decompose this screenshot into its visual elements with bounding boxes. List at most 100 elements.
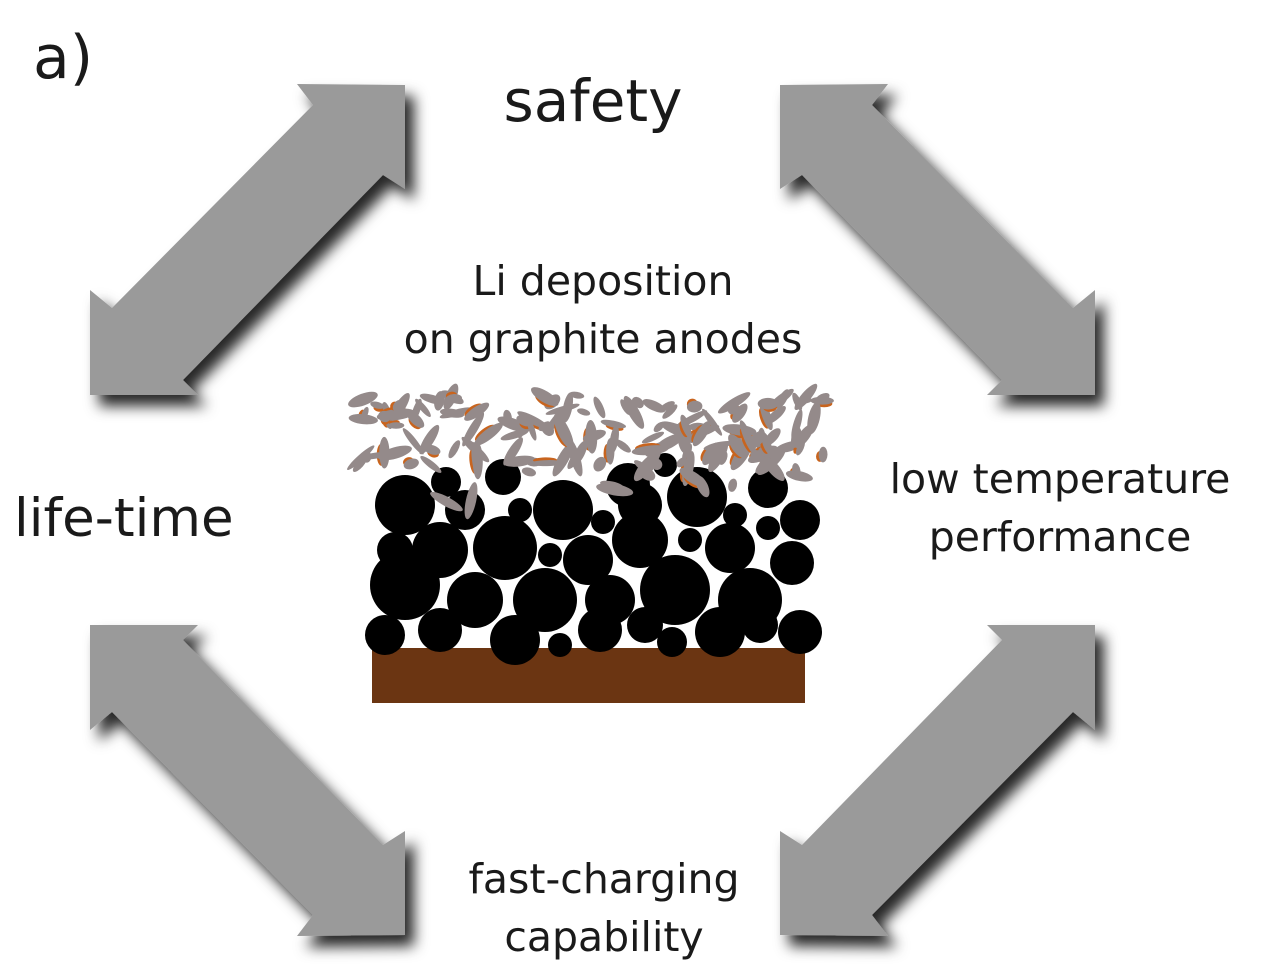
low-temperature-line2: performance — [928, 513, 1192, 561]
lithium-deposit — [402, 428, 424, 455]
fast-charging-label: fast-charging capability — [468, 850, 739, 966]
lithium-deposit — [644, 446, 657, 458]
low-temperature-label: low temperature performance — [890, 450, 1231, 566]
lithium-deposit — [659, 401, 675, 412]
lithium-deposit — [545, 403, 580, 415]
lithium-deposit — [521, 467, 536, 477]
lithium-deposit — [639, 468, 656, 481]
graphite-particle — [508, 498, 532, 522]
lithium-deposit — [708, 441, 729, 473]
life-time-label: life-time — [14, 488, 234, 549]
graphite-particle — [780, 500, 820, 540]
lithium-deposit — [503, 437, 523, 466]
graphite-particle — [431, 467, 461, 497]
low-temperature-line1: low temperature — [889, 455, 1231, 503]
graphite-particle — [513, 568, 577, 632]
lithium-deposit — [378, 410, 391, 423]
graphite-particle — [653, 453, 677, 477]
lithium-deposit — [732, 403, 748, 423]
lithium-deposit — [464, 482, 478, 520]
safety-label: safety — [503, 67, 683, 135]
lithium-deposit — [464, 402, 490, 421]
current-collector — [372, 648, 805, 703]
lithium-deposit — [620, 399, 631, 416]
lithium-deposit — [527, 418, 537, 441]
lithium-deposit — [529, 460, 565, 467]
lithium-deposit — [445, 393, 463, 404]
center-title-line2: on graphite anodes — [403, 315, 803, 363]
lithium-deposit — [702, 408, 723, 436]
graphite-particle — [533, 480, 593, 540]
lithium-deposit — [406, 410, 425, 428]
lithium-deposit — [686, 400, 703, 413]
graphite-particle — [718, 568, 782, 632]
lithium-deposit — [792, 392, 803, 411]
graphite-particle — [585, 575, 635, 625]
arrow-lifetime-fast-charging-icon — [90, 625, 405, 936]
lithium-deposit — [739, 420, 757, 455]
graphite-particle — [612, 512, 668, 568]
lithium-deposit — [791, 427, 802, 448]
lithium-deposit — [676, 457, 687, 468]
graphite-particle — [548, 633, 572, 657]
lithium-deposit — [623, 395, 645, 429]
lithium-deposit — [728, 478, 738, 492]
arrow-low-temperature-fast-charging-icon — [780, 625, 1095, 936]
lithium-deposit — [503, 409, 512, 424]
lithium-deposit — [403, 458, 419, 470]
lithium-deposit — [474, 422, 503, 446]
lithium-deposit — [633, 453, 657, 482]
graphite-particle — [473, 516, 537, 580]
graphite-particle — [640, 555, 710, 625]
graphite-particle — [678, 528, 702, 552]
arrow-safety-low-temperature-icon — [780, 84, 1095, 395]
graphite-particle — [412, 522, 468, 578]
lithium-deposit — [593, 396, 606, 419]
graphite-particle — [705, 523, 755, 573]
graphite-particle — [770, 541, 814, 585]
lithium-deposit — [765, 406, 786, 425]
lithium-deposit — [818, 446, 828, 463]
lithium-deposit — [348, 414, 378, 425]
arrow-safety-lifetime-icon — [90, 84, 405, 395]
lithium-deposit — [472, 442, 483, 480]
lithium-deposit — [448, 440, 461, 459]
lithium-deposit — [815, 393, 830, 403]
lithium-deposit — [768, 388, 794, 410]
graphite-particle — [485, 459, 521, 495]
graphite-particle — [657, 627, 687, 657]
lithium-deposit — [662, 404, 678, 419]
graphite-particle — [490, 615, 540, 665]
graphite-particle — [418, 608, 462, 652]
lithium-deposit — [530, 387, 559, 407]
lithium-deposit — [692, 421, 711, 447]
graphite-particle — [538, 543, 562, 567]
lithium-deposit — [370, 401, 385, 409]
lithium-deposit — [573, 440, 588, 465]
graphite-particle — [375, 475, 435, 535]
graphite-anode-illustration — [347, 383, 834, 703]
lithium-deposit — [653, 421, 665, 433]
lithium-deposit — [577, 408, 591, 416]
panel-label: a) — [33, 23, 94, 93]
lithium-deposit — [503, 455, 536, 467]
lithium-deposit — [378, 445, 412, 461]
lithium-deposit — [600, 419, 626, 429]
lithium-deposit — [593, 456, 607, 472]
fast-charging-line2: capability — [504, 913, 704, 961]
lithium-deposit — [680, 414, 692, 438]
graphite-particle — [723, 503, 747, 527]
lithium-deposit — [462, 412, 485, 447]
lithium-deposit — [727, 401, 739, 415]
graphite-particle — [377, 532, 413, 568]
lithium-deposit — [631, 396, 644, 409]
lithium-deposit — [609, 425, 619, 454]
graphite-particle — [591, 510, 615, 534]
lithium-deposit — [419, 393, 445, 405]
lithium-deposit — [430, 491, 463, 512]
graphite-particle — [756, 516, 780, 540]
lithium-deposit — [762, 456, 785, 481]
lithium-deposit — [420, 455, 442, 473]
